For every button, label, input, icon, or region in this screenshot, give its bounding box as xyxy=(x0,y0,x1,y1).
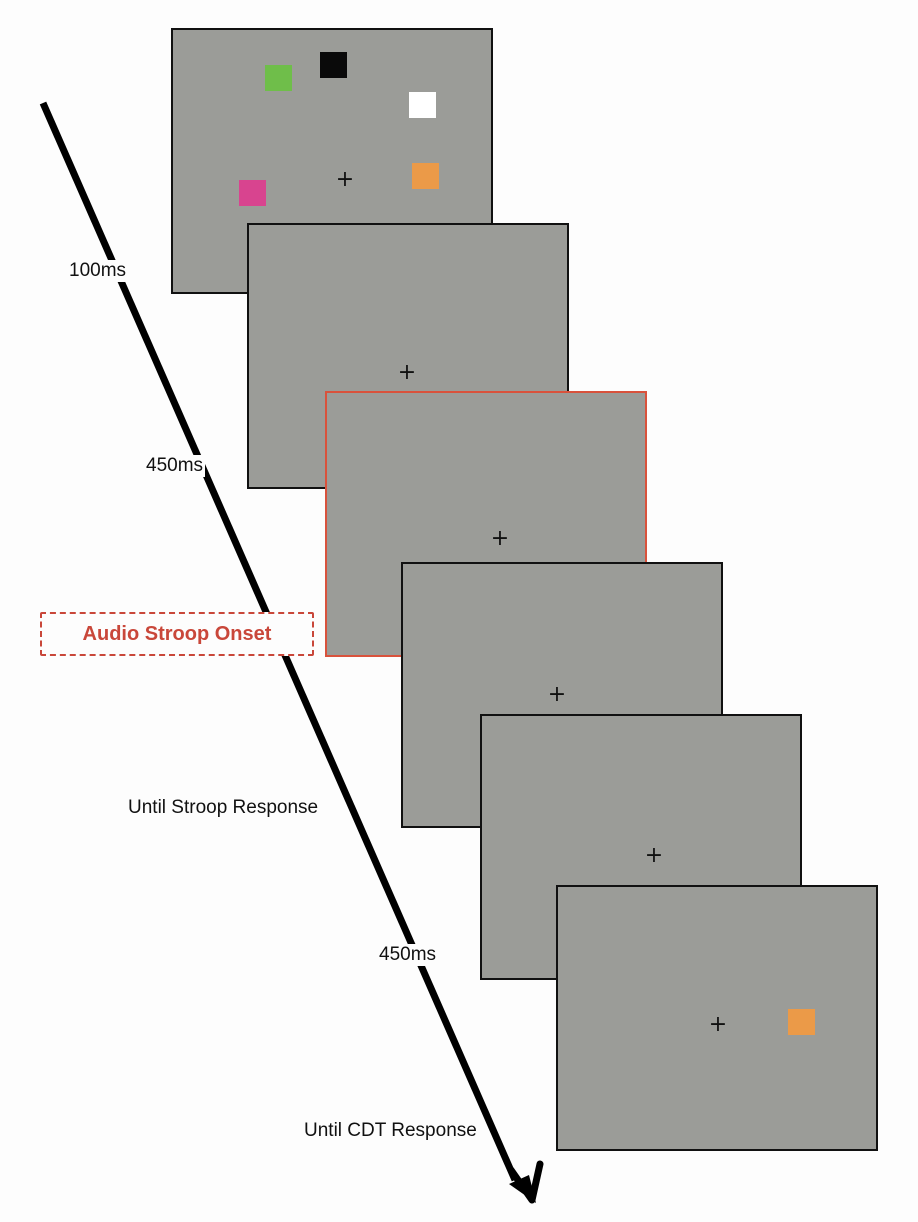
test-probe-screen: + xyxy=(556,885,878,1151)
audio-stroop-onset-label: Audio Stroop Onset xyxy=(82,622,272,645)
timeline-arrowhead-stroke xyxy=(507,1160,544,1204)
fixation-cross: + xyxy=(644,843,664,868)
audio-stroop-onset-callout: Audio Stroop Onset xyxy=(40,612,314,656)
black-square xyxy=(320,52,347,78)
white-square xyxy=(409,92,436,118)
timeline-label-450ms-second: 450ms xyxy=(377,944,439,966)
fixation-cross: + xyxy=(490,526,510,551)
timeline-label-until-stroop: Until Stroop Response xyxy=(126,797,321,819)
timeline-label-until-cdt: Until CDT Response xyxy=(302,1120,479,1142)
orange-probe-square xyxy=(788,1009,815,1035)
orange-square xyxy=(412,163,439,189)
magenta-square xyxy=(239,180,266,206)
timeline-label-450ms-first: 450ms xyxy=(144,455,206,477)
fixation-cross: + xyxy=(547,682,567,707)
green-square xyxy=(265,65,292,91)
fixation-cross: + xyxy=(708,1012,728,1037)
fixation-cross: + xyxy=(335,167,355,192)
fixation-cross: + xyxy=(397,360,417,385)
timeline-label-100ms: 100ms xyxy=(67,260,129,282)
